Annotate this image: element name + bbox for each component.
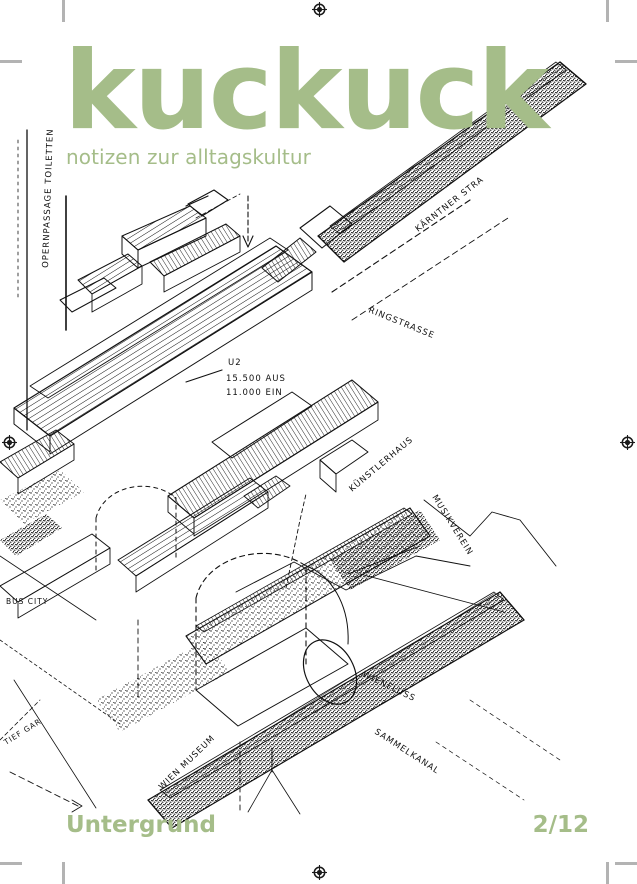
map-label-bus-city: BUS CITY bbox=[6, 597, 48, 606]
publication-subtitle: notizen zur alltagskultur bbox=[66, 144, 311, 169]
map-label-u2-line: U2 bbox=[228, 358, 242, 368]
map-label-tiefgarage: TIEF GAR bbox=[1, 717, 43, 748]
registration-mark-bottom-center bbox=[312, 865, 327, 880]
registration-mark-left-middle bbox=[2, 435, 17, 450]
map-label-wienfluss: WIENFLUSS bbox=[361, 670, 417, 704]
crop-mark-top-left-horizontal bbox=[0, 60, 22, 63]
crop-mark-top-right-horizontal bbox=[615, 60, 637, 63]
crop-mark-top-right-vertical bbox=[606, 0, 609, 22]
map-label-kuenstlerhaus: KÜNSTLERHAUS bbox=[347, 434, 416, 494]
cover-footer: Untergrund 2/12 bbox=[0, 812, 637, 848]
map-label-musikverein: MUSIKVEREIN bbox=[429, 493, 474, 557]
map-label-wien-museum: WIEN MUSEUM bbox=[157, 733, 217, 792]
crop-mark-bottom-left-vertical bbox=[62, 862, 65, 884]
masthead: kuckuck notizen zur alltagskultur bbox=[64, 29, 549, 169]
map-labels: OPERNPASSAGE TOILETTEN KÄRNTNER STRA RIN… bbox=[1, 128, 486, 792]
map-label-u2-exits: 15.500 AUS bbox=[226, 374, 286, 384]
map-label-sammelkanal: SAMMELKANAL bbox=[372, 727, 441, 776]
map-label-u2-entries: 11.000 EIN bbox=[226, 388, 283, 398]
crop-mark-bottom-left-horizontal bbox=[0, 862, 22, 865]
issue-number: 2/12 bbox=[532, 812, 589, 838]
isometric-drawing bbox=[0, 61, 587, 829]
registration-mark-top-center bbox=[312, 2, 327, 17]
map-label-ringstrasse: RINGSTRASSE bbox=[367, 306, 436, 342]
map-label-opernpassage-toiletten: OPERNPASSAGE TOILETTEN bbox=[41, 128, 56, 268]
publication-title: kuckuck bbox=[64, 29, 549, 154]
issue-theme: Untergrund bbox=[66, 812, 217, 838]
crop-mark-top-left-vertical bbox=[62, 0, 65, 22]
registration-mark-right-middle bbox=[620, 435, 635, 450]
map-label-kaerntner-strasse: KÄRNTNER STRA bbox=[413, 174, 486, 234]
crop-mark-bottom-right-horizontal bbox=[615, 862, 637, 865]
crop-mark-bottom-right-vertical bbox=[606, 862, 609, 884]
